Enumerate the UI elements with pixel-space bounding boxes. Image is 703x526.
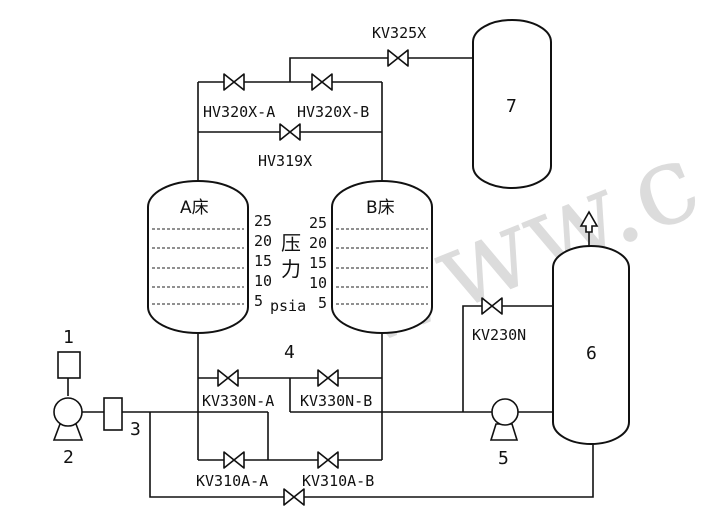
pressure-unit: psia bbox=[270, 297, 306, 315]
callout-5: 5 bbox=[498, 448, 509, 469]
label-kv325x: KV325X bbox=[372, 24, 426, 42]
valve-kv330n-a-icon bbox=[217, 369, 239, 387]
callout-4: 4 bbox=[284, 342, 295, 363]
blower-icon bbox=[53, 397, 83, 427]
bed-b-vessel bbox=[331, 180, 433, 334]
bed-a-vessel bbox=[147, 180, 249, 334]
label-kv230n: KV230N bbox=[472, 326, 526, 344]
pressure-label-1: 压 bbox=[281, 231, 301, 255]
scale-b-15: 15 bbox=[309, 254, 327, 272]
pump-icon bbox=[491, 398, 519, 426]
callout-1: 1 bbox=[63, 327, 74, 348]
tank-7 bbox=[472, 19, 552, 189]
label-hv319x: HV319X bbox=[258, 152, 312, 170]
label-kv330n-a: KV330N-A bbox=[202, 392, 274, 410]
callout-2: 2 bbox=[63, 447, 74, 468]
label-kv310a-b: KV310A-B bbox=[302, 472, 374, 490]
scale-a-20: 20 bbox=[254, 232, 272, 250]
vent-arrow-icon bbox=[579, 210, 599, 233]
scale-b-5: 5 bbox=[318, 294, 327, 312]
pump-base-icon bbox=[489, 423, 519, 441]
scale-b-20: 20 bbox=[309, 234, 327, 252]
scale-b-10: 10 bbox=[309, 274, 327, 292]
bed-a-label: A床 bbox=[180, 198, 209, 218]
scale-a-5: 5 bbox=[254, 292, 263, 310]
valve-hv320x-a-icon bbox=[223, 73, 245, 91]
filter-housing-icon bbox=[103, 397, 123, 431]
bed-a-layers bbox=[152, 228, 244, 305]
valve-kv310a-a-icon bbox=[223, 451, 245, 469]
valve-kv310a-b-icon bbox=[317, 451, 339, 469]
scale-a-25: 25 bbox=[254, 212, 272, 230]
label-kv330n-b: KV330N-B bbox=[300, 392, 372, 410]
label-hv320x-b: HV320X-B bbox=[297, 103, 369, 121]
scale-a-10: 10 bbox=[254, 272, 272, 290]
valve-line3-icon bbox=[283, 488, 305, 506]
valve-hv319x-icon bbox=[279, 123, 301, 141]
scale-a-15: 15 bbox=[254, 252, 272, 270]
tank-6 bbox=[552, 245, 630, 445]
scale-b-25: 25 bbox=[309, 214, 327, 232]
motor-icon bbox=[57, 351, 81, 379]
bed-b-label: B床 bbox=[366, 198, 395, 218]
pressure-label-2: 力 bbox=[281, 257, 301, 281]
callout-3: 3 bbox=[130, 419, 141, 440]
bed-b-layers bbox=[336, 228, 428, 305]
label-kv310a-a: KV310A-A bbox=[196, 472, 268, 490]
valve-kv325x-icon bbox=[387, 49, 409, 67]
callout-7: 7 bbox=[506, 96, 517, 117]
valve-kv230n-icon bbox=[481, 297, 503, 315]
valve-kv330n-b-icon bbox=[317, 369, 339, 387]
label-hv320x-a: HV320X-A bbox=[203, 103, 275, 121]
valve-hv320x-b-icon bbox=[311, 73, 333, 91]
callout-6: 6 bbox=[586, 343, 597, 364]
